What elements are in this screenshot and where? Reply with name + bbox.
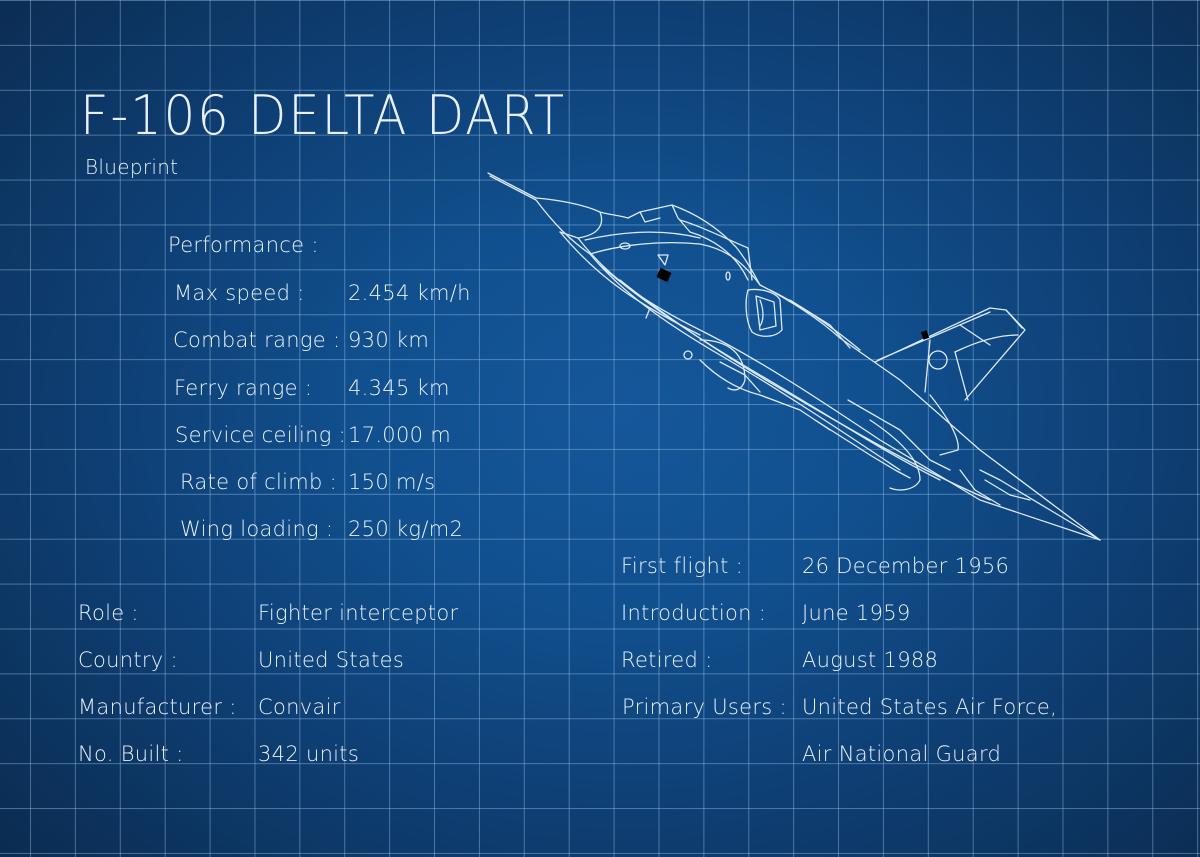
spec-label: Rate of climb : bbox=[180, 470, 337, 494]
spec-value: 930 km bbox=[348, 328, 430, 352]
spec-label: Role : bbox=[78, 601, 139, 625]
spec-value: Fighter interceptor bbox=[258, 601, 459, 625]
spec-label: Country : bbox=[78, 648, 178, 672]
spec-label: First flight : bbox=[621, 554, 744, 578]
aircraft-blueprint-icon bbox=[487, 172, 1101, 541]
page-subtitle: Blueprint bbox=[85, 155, 179, 179]
page-title: F-106 DELTA DART bbox=[80, 84, 566, 147]
spec-label: Ferry range : bbox=[174, 376, 313, 400]
spec-label: Max speed : bbox=[174, 281, 305, 305]
spec-value: 250 kg/m2 bbox=[348, 517, 464, 541]
spec-value: 342 units bbox=[258, 742, 360, 766]
spec-value: 2.454 km/h bbox=[348, 281, 471, 305]
spec-label: Manufacturer : bbox=[78, 695, 237, 719]
spec-value: United States Air Force, bbox=[802, 695, 1058, 719]
spec-label: Primary Users : bbox=[622, 695, 787, 719]
spec-label: Combat range : bbox=[173, 328, 341, 352]
spec-value: June 1959 bbox=[802, 601, 911, 625]
spec-value: 150 m/s bbox=[348, 470, 436, 494]
spec-label: Service ceiling : bbox=[175, 423, 347, 447]
spec-label: Retired : bbox=[621, 648, 713, 672]
spec-label: No. Built : bbox=[78, 742, 184, 766]
spec-value: United States bbox=[258, 648, 405, 672]
spec-value-continued: Air National Guard bbox=[802, 742, 1002, 766]
spec-value: 4.345 km bbox=[348, 376, 450, 400]
performance-heading: Performance : bbox=[168, 233, 319, 257]
spec-value: Convair bbox=[258, 695, 341, 719]
spec-value: 26 December 1956 bbox=[802, 554, 1010, 578]
spec-label: Introduction : bbox=[621, 601, 767, 625]
spec-label: Wing loading : bbox=[180, 517, 334, 541]
spec-value: August 1988 bbox=[802, 648, 939, 672]
spec-value: 17.000 m bbox=[348, 423, 452, 447]
